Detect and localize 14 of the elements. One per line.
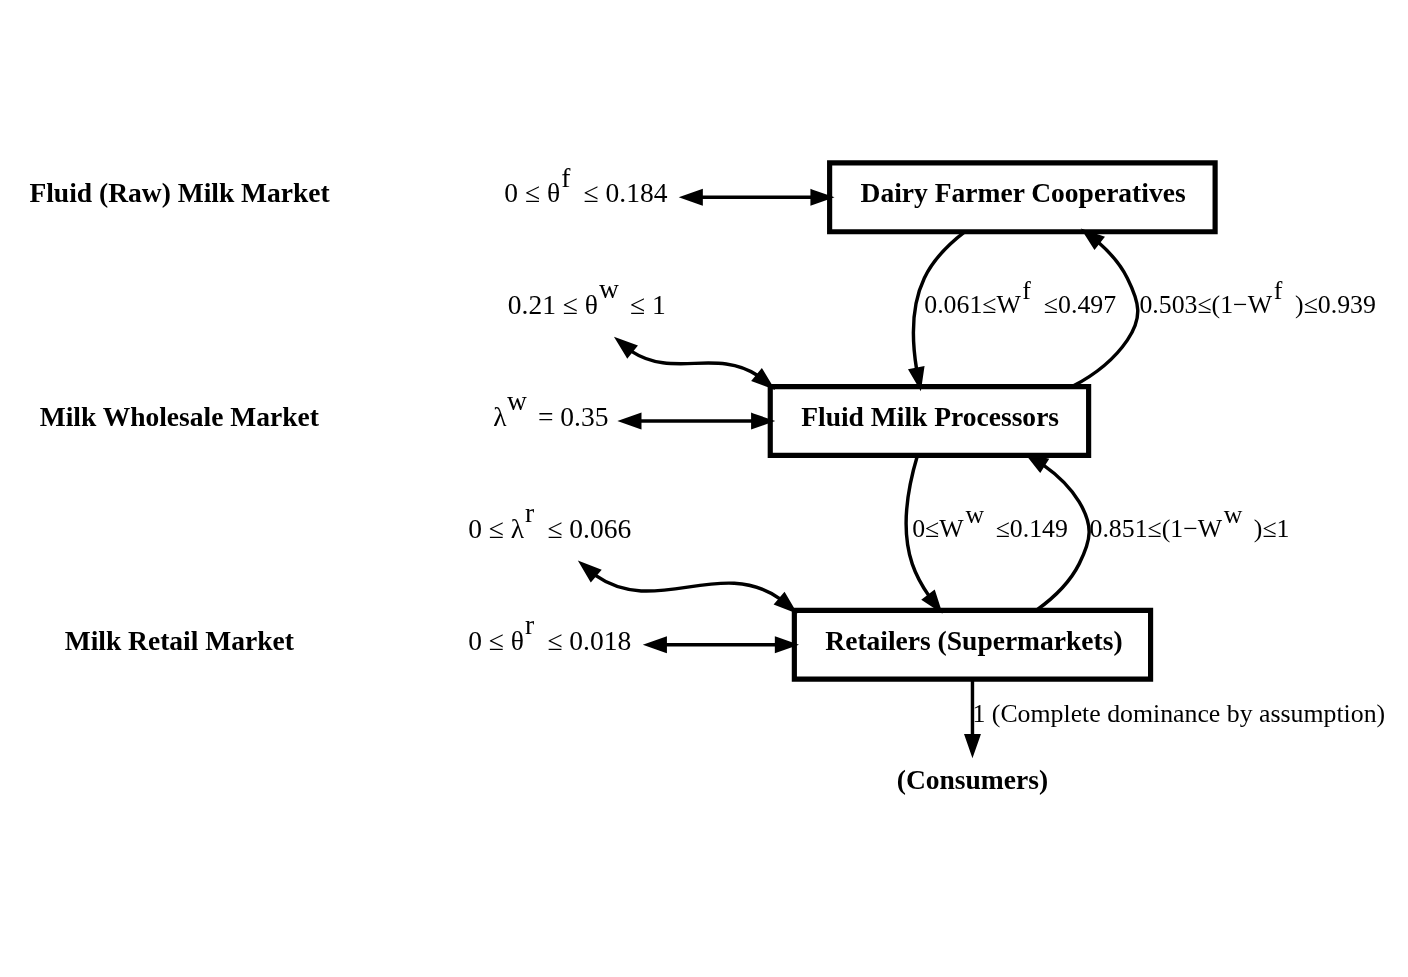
label: Milk Wholesale Market	[39, 400, 319, 432]
node-box: Retailers (Supermarkets)	[791, 607, 1154, 682]
arrow	[577, 560, 798, 614]
arrow	[964, 678, 981, 758]
edge-label: 1 (Complete dominance by assumption)	[972, 698, 1386, 728]
arrow	[617, 412, 776, 429]
node-box: Dairy Farmer Cooperatives	[827, 159, 1218, 234]
label: Fluid (Raw) Milk Market	[29, 176, 330, 208]
node-box: Fluid Milk Processors	[767, 383, 1092, 458]
arrow	[642, 635, 799, 653]
arrow	[678, 188, 835, 206]
arrow	[613, 336, 776, 390]
node-text: (Consumers)	[896, 763, 1049, 795]
label: Milk Retail Market	[64, 624, 294, 656]
